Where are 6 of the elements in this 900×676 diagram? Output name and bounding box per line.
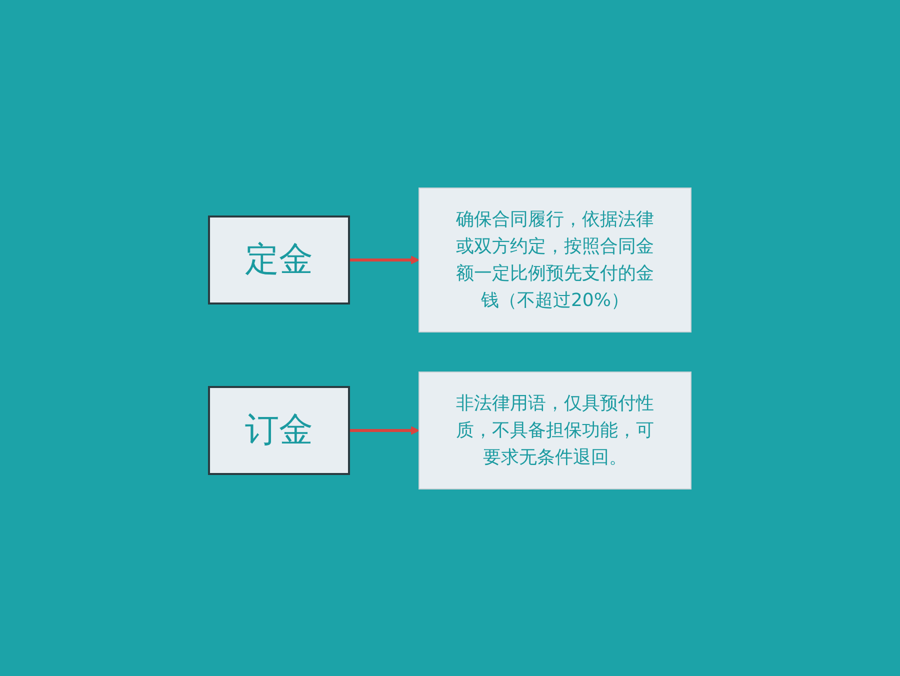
- node-box: 确保合同履行，依据法律或双方约定，按照合同金额一定比例预先支付的金钱（不超过20%）: [418, 187, 692, 332]
- node-box: 定金: [208, 215, 350, 304]
- arrow: [349, 255, 420, 264]
- node-box: 订金: [208, 386, 350, 474]
- node-box: 非法律用语，仅具预付性质，不具备担保功能，可要求无条件退回。: [418, 371, 692, 489]
- arrow: [349, 426, 420, 434]
